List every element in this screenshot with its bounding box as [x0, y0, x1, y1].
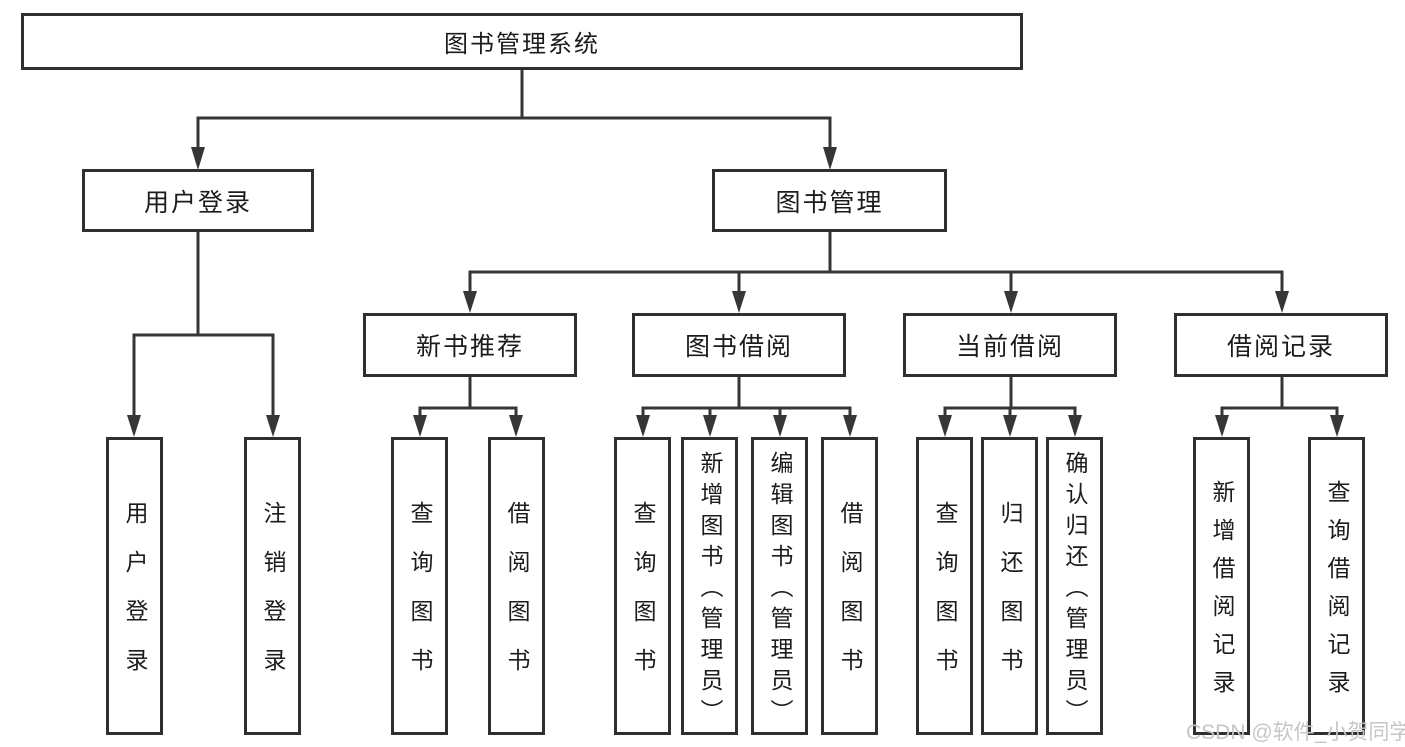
node-label: 借阅记录 [1226, 333, 1335, 361]
node-label: 用户登录 [143, 188, 252, 217]
node-book-borrow: 图书借阅 [632, 313, 846, 377]
leaf-label: 编辑图书（管理员） [767, 450, 793, 730]
leaf-label: 查询图书 [407, 501, 433, 697]
leaf-label: 查询图书 [932, 501, 958, 697]
node-root-library-system: 图书管理系统 [21, 13, 1023, 70]
leaf-label: 确认归还（管理员） [1062, 450, 1088, 730]
leaf-label: 借阅图书 [837, 501, 863, 697]
leaf-label: 查询借阅记录 [1324, 479, 1350, 708]
leaf-query-books-borrow: 查询图书 [614, 437, 671, 735]
leaf-add-books-admin: 新增图书（管理员） [681, 437, 738, 735]
leaf-label: 查询图书 [630, 501, 656, 697]
leaf-label: 新增借阅记录 [1209, 479, 1235, 708]
leaf-label: 用户登录 [122, 501, 148, 697]
node-current-borrow: 当前借阅 [903, 313, 1117, 377]
node-label: 图书管理系统 [444, 31, 600, 58]
leaf-query-books-recommend: 查询图书 [391, 437, 448, 735]
leaf-label: 归还图书 [997, 501, 1023, 697]
leaf-logout: 注销登录 [244, 437, 301, 735]
node-label: 当前借阅 [955, 333, 1064, 361]
leaf-confirm-return-admin: 确认归还（管理员） [1046, 437, 1103, 735]
leaf-return-books: 归还图书 [981, 437, 1038, 735]
node-label: 新书推荐 [415, 333, 524, 361]
node-label: 图书借阅 [684, 333, 793, 361]
leaf-borrow-books-recommend: 借阅图书 [488, 437, 545, 735]
leaf-label: 注销登录 [260, 501, 286, 697]
leaf-label: 借阅图书 [504, 501, 530, 697]
csdn-watermark: CSDN @软件_小贺同学 [1186, 721, 1405, 744]
node-book-management: 图书管理 [712, 169, 947, 232]
leaf-add-borrow-record: 新增借阅记录 [1193, 437, 1250, 735]
leaf-borrow-books: 借阅图书 [821, 437, 878, 735]
leaf-query-borrow-record: 查询借阅记录 [1308, 437, 1365, 735]
node-borrow-records: 借阅记录 [1174, 313, 1388, 377]
node-new-book-recommend: 新书推荐 [363, 313, 577, 377]
connector-arrowheads [127, 147, 1344, 437]
node-label: 图书管理 [775, 188, 884, 217]
leaf-user-login: 用户登录 [106, 437, 163, 735]
node-user-login: 用户登录 [82, 169, 314, 232]
leaf-edit-books-admin: 编辑图书（管理员） [751, 437, 808, 735]
leaf-label: 新增图书（管理员） [697, 450, 723, 730]
leaf-query-books-current: 查询图书 [916, 437, 973, 735]
